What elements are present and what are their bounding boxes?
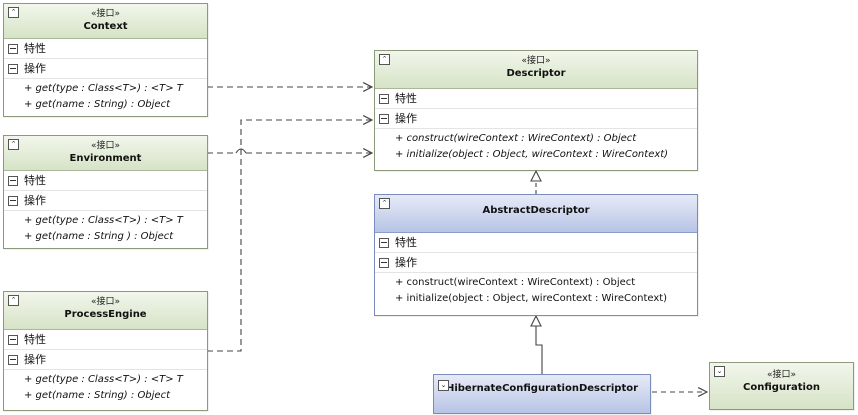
collapse-minus-icon[interactable] [8,44,18,54]
attributes-label: 特性 [24,42,46,55]
attributes-compartment[interactable]: 特性 [4,171,207,191]
descriptor-interface[interactable]: ⌃ «接口» Descriptor 特性 操作 + construct(wire… [374,50,698,171]
attributes-label: 特性 [395,236,417,249]
class-name: HibernateConfigurationDescriptor [445,383,639,394]
hibernate-header: ⌄ HibernateConfigurationDescriptor [434,375,650,413]
collapse-icon[interactable]: ⌃ [379,198,390,209]
attributes-compartment[interactable]: 特性 [375,233,697,253]
processengine-to-descriptor-dependency [207,120,372,352]
collapse-minus-icon[interactable] [379,258,389,268]
class-name: ProcessEngine [64,309,147,320]
attributes-label: 特性 [395,92,417,105]
collapse-icon[interactable]: ⌃ [379,54,390,65]
stereotype-label: «接口» [90,9,120,19]
operations-compartment[interactable]: 操作 [4,350,207,370]
operations-compartment[interactable]: 操作 [375,109,697,129]
operations-compartment[interactable]: 操作 [4,191,207,211]
class-name: AbstractDescriptor [482,205,590,216]
operations-compartment[interactable]: 操作 [4,59,207,79]
attributes-compartment[interactable]: 特性 [4,330,207,350]
method: + initialize(object : Object, wireContex… [395,293,668,304]
method: + construct(wireContext : WireContext) :… [395,133,637,144]
method: + get(type : Class<T>) : <T> T [24,83,183,94]
context-header: ⌃ «接口» Context [4,4,207,39]
environment-header: ⌃ «接口» Environment [4,136,207,171]
attributes-label: 特性 [24,174,46,187]
method: + get(type : Class<T>) : <T> T [24,215,183,226]
expand-icon[interactable]: ⌄ [438,380,449,391]
stereotype-label: «接口» [90,297,120,307]
method: + construct(wireContext : WireContext) :… [395,277,636,288]
collapse-minus-icon[interactable] [8,335,18,345]
method: + initialize(object : Object, wireContex… [395,149,669,160]
attributes-compartment[interactable]: 特性 [375,89,697,109]
collapse-icon[interactable]: ⌃ [8,139,19,150]
operations-label: 操作 [395,112,417,125]
class-name: Context [83,21,128,32]
class-name: Configuration [743,382,820,393]
method: + get(name : String) : Object [24,99,171,110]
operations-label: 操作 [24,194,46,207]
abstractdescriptor-class[interactable]: ⌃ AbstractDescriptor 特性 操作 + construct(w… [374,194,698,316]
collapse-icon[interactable]: ⌃ [8,7,19,18]
operations-label: 操作 [395,256,417,269]
stereotype-label: «接口» [521,56,551,66]
configuration-header: ⌄ «接口» Configuration [710,363,853,409]
environment-interface[interactable]: ⌃ «接口» Environment 特性 操作 + get(type : Cl… [3,135,208,249]
class-name: Descriptor [506,68,566,79]
configuration-interface[interactable]: ⌄ «接口» Configuration [709,362,854,410]
operations-compartment[interactable]: 操作 [375,253,697,273]
expand-icon[interactable]: ⌄ [714,366,725,377]
stereotype-label: «接口» [766,370,796,380]
hibernateconfigurationdescriptor-class[interactable]: ⌄ HibernateConfigurationDescriptor [433,374,651,414]
collapse-minus-icon[interactable] [379,114,389,124]
abstractdescriptor-header: ⌃ AbstractDescriptor [375,195,697,233]
stereotype-label: «接口» [90,141,120,151]
generalization-arrowhead [530,314,542,327]
collapse-minus-icon[interactable] [379,94,389,104]
attributes-compartment[interactable]: 特性 [4,39,207,59]
operations-label: 操作 [24,353,46,366]
collapse-minus-icon[interactable] [8,176,18,186]
method: + get(name : String ) : Object [24,231,174,242]
collapse-minus-icon[interactable] [8,64,18,74]
collapse-minus-icon[interactable] [8,355,18,365]
collapse-minus-icon[interactable] [8,196,18,206]
context-interface[interactable]: ⌃ «接口» Context 特性 操作 + get(type : Class<… [3,3,208,117]
method: + get(type : Class<T>) : <T> T [24,374,183,385]
hibernate-generalization [535,326,543,374]
method: + get(name : String) : Object [24,390,171,401]
processengine-header: ⌃ «接口» ProcessEngine [4,292,207,330]
collapse-minus-icon[interactable] [379,238,389,248]
processengine-interface[interactable]: ⌃ «接口» ProcessEngine 特性 操作 + get(type : … [3,291,208,411]
collapse-icon[interactable]: ⌃ [8,295,19,306]
realization-arrowhead [530,169,542,182]
operations-label: 操作 [24,62,46,75]
descriptor-header: ⌃ «接口» Descriptor [375,51,697,89]
class-name: Environment [69,153,142,164]
attributes-label: 特性 [24,333,46,346]
